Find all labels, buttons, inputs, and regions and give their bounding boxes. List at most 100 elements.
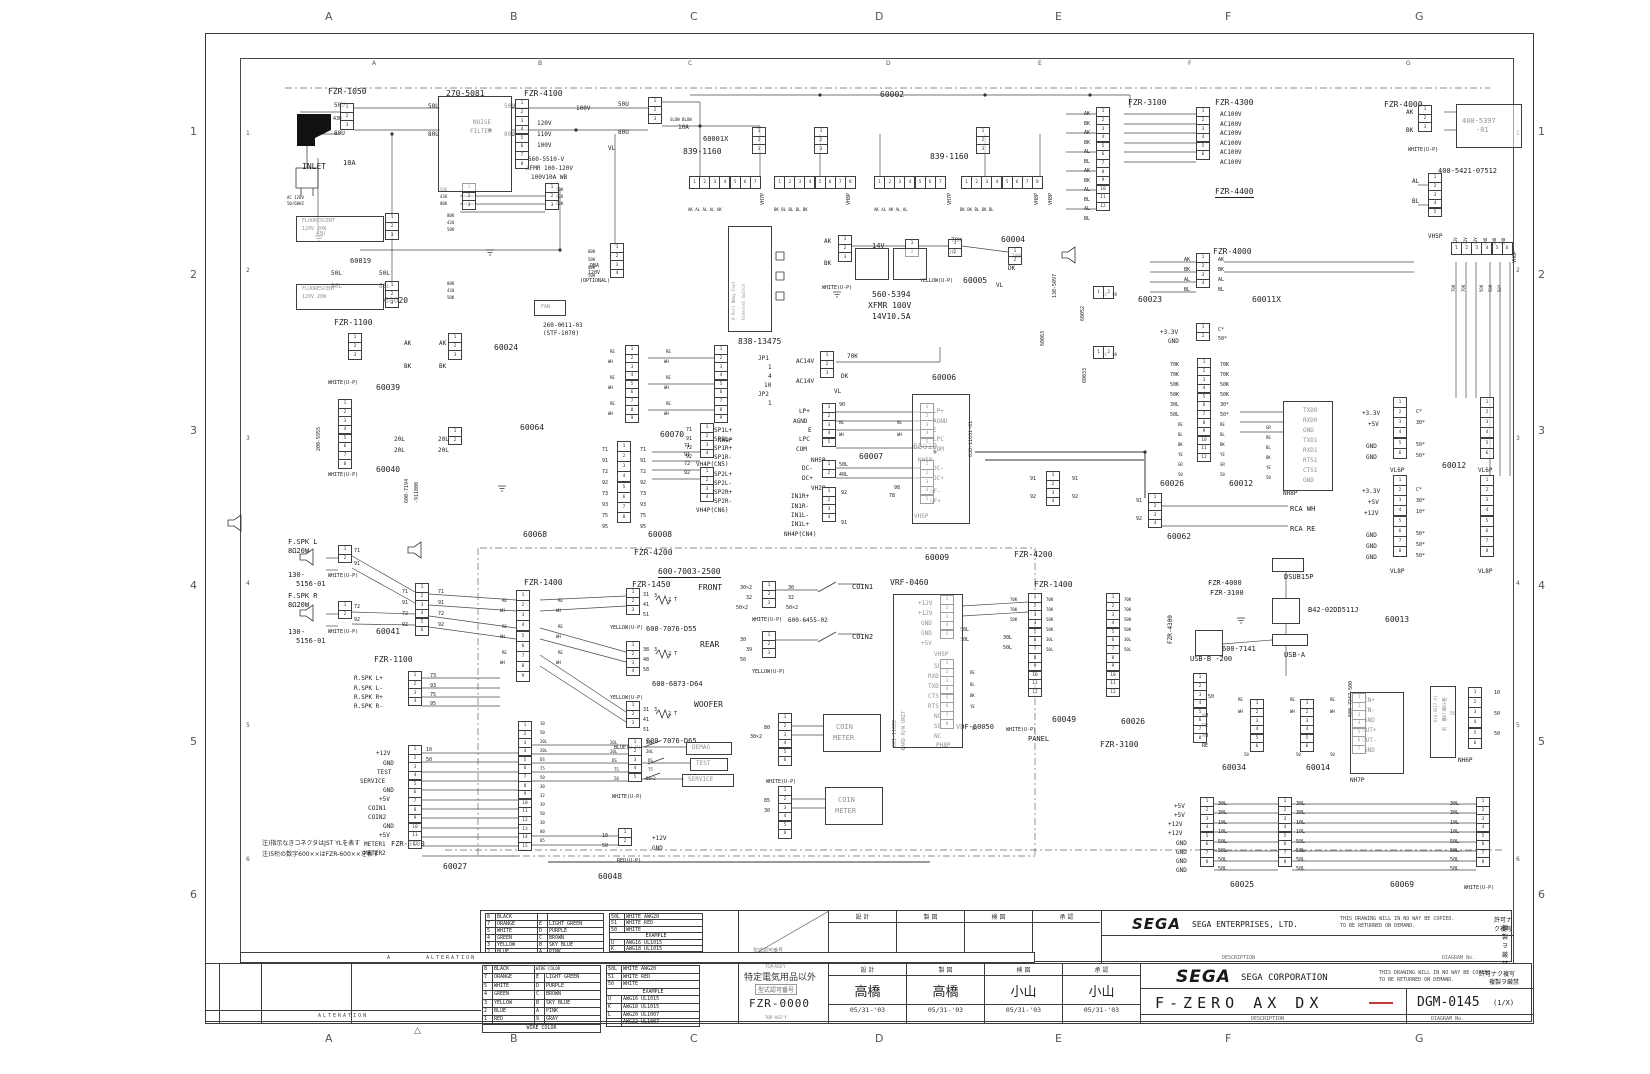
schematic-label: WH <box>556 608 561 613</box>
schematic-label: IN1R- <box>791 503 810 510</box>
schematic-label: AK <box>1184 257 1191 263</box>
schematic-label: 60062 <box>1167 532 1192 541</box>
connector-pin: 8 <box>1193 733 1207 743</box>
schematic-label: 839-1160 <box>930 152 969 161</box>
schematic-label: 130- <box>288 571 305 579</box>
wire-gauge-cell: AWG18 UL1015 <box>624 945 700 952</box>
wire-junction <box>558 248 562 252</box>
schematic-label: GND <box>383 787 394 794</box>
schematic-label: 600-6873-D64 <box>652 680 703 688</box>
schematic-label: 30 <box>540 784 545 789</box>
component-box <box>296 284 384 310</box>
schematic-label: 50L <box>1296 866 1306 872</box>
schematic-label: 91 <box>1072 476 1079 482</box>
schematic-label: 60052 <box>1080 305 1086 321</box>
connector-pin: 8 <box>515 159 529 169</box>
schematic-label: +12V <box>1168 830 1183 837</box>
schematic-label: 50 <box>1330 752 1335 757</box>
schematic-label: 80U <box>618 129 629 136</box>
schematic-label: COIN1 <box>368 805 387 812</box>
schematic-label: FZR-3100 <box>1210 589 1244 597</box>
schematic-label: 80L <box>379 284 390 290</box>
diagram-sheet: (1/X) <box>1493 999 1515 1007</box>
attenuator-icon <box>655 708 672 720</box>
wire-gauge-cell: AWG18 UL1015 <box>621 1003 697 1011</box>
schematic-label: +3.3V <box>1362 410 1381 417</box>
schematic-label: AL <box>1084 187 1091 193</box>
schematic-label: 80K <box>588 265 596 270</box>
connector-pin: 6 <box>1300 742 1314 752</box>
component-box <box>534 300 566 316</box>
signoff-name: 高橋 <box>854 985 881 1000</box>
wire-color-cell: ORANGE <box>492 974 534 982</box>
schematic-label: DS <box>648 758 653 763</box>
schematic-label: RE <box>839 420 844 425</box>
schematic-label: WH <box>664 385 669 390</box>
schematic-label: BK <box>1084 140 1091 146</box>
ethernet-jack-icon <box>775 271 785 281</box>
grid-number-right: 3 <box>1538 424 1545 437</box>
schematic-label: 70K <box>1124 597 1132 602</box>
schematic-label: 85 <box>540 838 545 843</box>
schematic-label: METER2 <box>364 850 386 857</box>
wire-color-cell: A <box>534 1007 544 1016</box>
sega-outer-block: SEGA SEGA CORPORATION THIS DRAWING WILL … <box>1140 964 1534 1023</box>
schematic-label: DSUB15P <box>1284 573 1314 581</box>
schematic-label: 71 <box>354 548 361 554</box>
grid-number-left: 3 <box>190 424 197 437</box>
schematic-label: YELLOW(U-P) <box>610 695 644 701</box>
grid-letter-top: C <box>690 10 698 23</box>
schematic-label: RE <box>666 401 671 406</box>
schematic-label: 75 <box>648 767 653 772</box>
schematic-label: 3 <box>654 593 658 599</box>
copy-notice-jp1: 許可ナク複写 <box>1494 917 1513 933</box>
diagram-number: DGM-0145 <box>1417 995 1480 1010</box>
ac-plug-icon <box>297 114 331 146</box>
schematic-label: 41 <box>643 602 650 608</box>
schematic-label: 71 <box>402 589 409 595</box>
schematic-label: 43U <box>447 220 455 225</box>
connector-pin: 3 <box>385 230 399 240</box>
schematic-label: 50L <box>1450 866 1460 872</box>
wire <box>428 593 517 601</box>
grid-letter-bottom: E <box>1055 1032 1062 1045</box>
schematic-label: B42-02DD511J <box>1308 606 1359 614</box>
schematic-label: 50 <box>1178 472 1183 477</box>
schematic-label: GR <box>1266 425 1271 430</box>
grid-number-inner-left: 4 <box>246 580 250 587</box>
schematic-label: NH7P <box>1350 777 1365 784</box>
ethernet-jack-icon <box>775 251 785 261</box>
schematic-label: 70K <box>1451 284 1456 292</box>
sega-logo-outer: SEGA <box>1176 967 1231 987</box>
schematic-label: 60033 <box>1082 367 1088 383</box>
schematic-label: 50 <box>1494 731 1501 737</box>
schematic-label: (OPTIONAL) <box>580 278 611 284</box>
ac-plug-prongs-icon <box>295 167 319 196</box>
grid-letter-bottom: B <box>510 1032 518 1045</box>
schematic-label: 50L <box>960 627 970 633</box>
schematic-label: GND <box>1366 443 1377 450</box>
schematic-label: 60009 <box>925 553 950 562</box>
schematic-label: 130- <box>288 628 305 636</box>
wire <box>428 626 517 640</box>
wire-gauge-cell: AWG20 UL1007 <box>621 1011 697 1019</box>
copy-notice-outer-1: THIS DRAWING WILL IN NO WAY BE COPIED. <box>1379 970 1494 976</box>
schematic-label: RE <box>502 624 507 629</box>
component-box <box>1272 598 1300 624</box>
wire-junction <box>1143 450 1147 454</box>
signoff-role-label: 設 計 <box>829 964 906 976</box>
wire-color-cell: PURPLE <box>544 982 600 991</box>
schematic-label: 60070 <box>660 430 685 439</box>
schematic-label: VH7P <box>947 192 953 205</box>
connector-pin: 3 <box>762 648 776 658</box>
schematic-label: 4 <box>768 373 772 380</box>
schematic-label: AK AL AL AL AK <box>688 207 722 212</box>
schematic-label: 80U <box>334 130 345 137</box>
grid-letter-inner-top: A <box>372 60 377 67</box>
